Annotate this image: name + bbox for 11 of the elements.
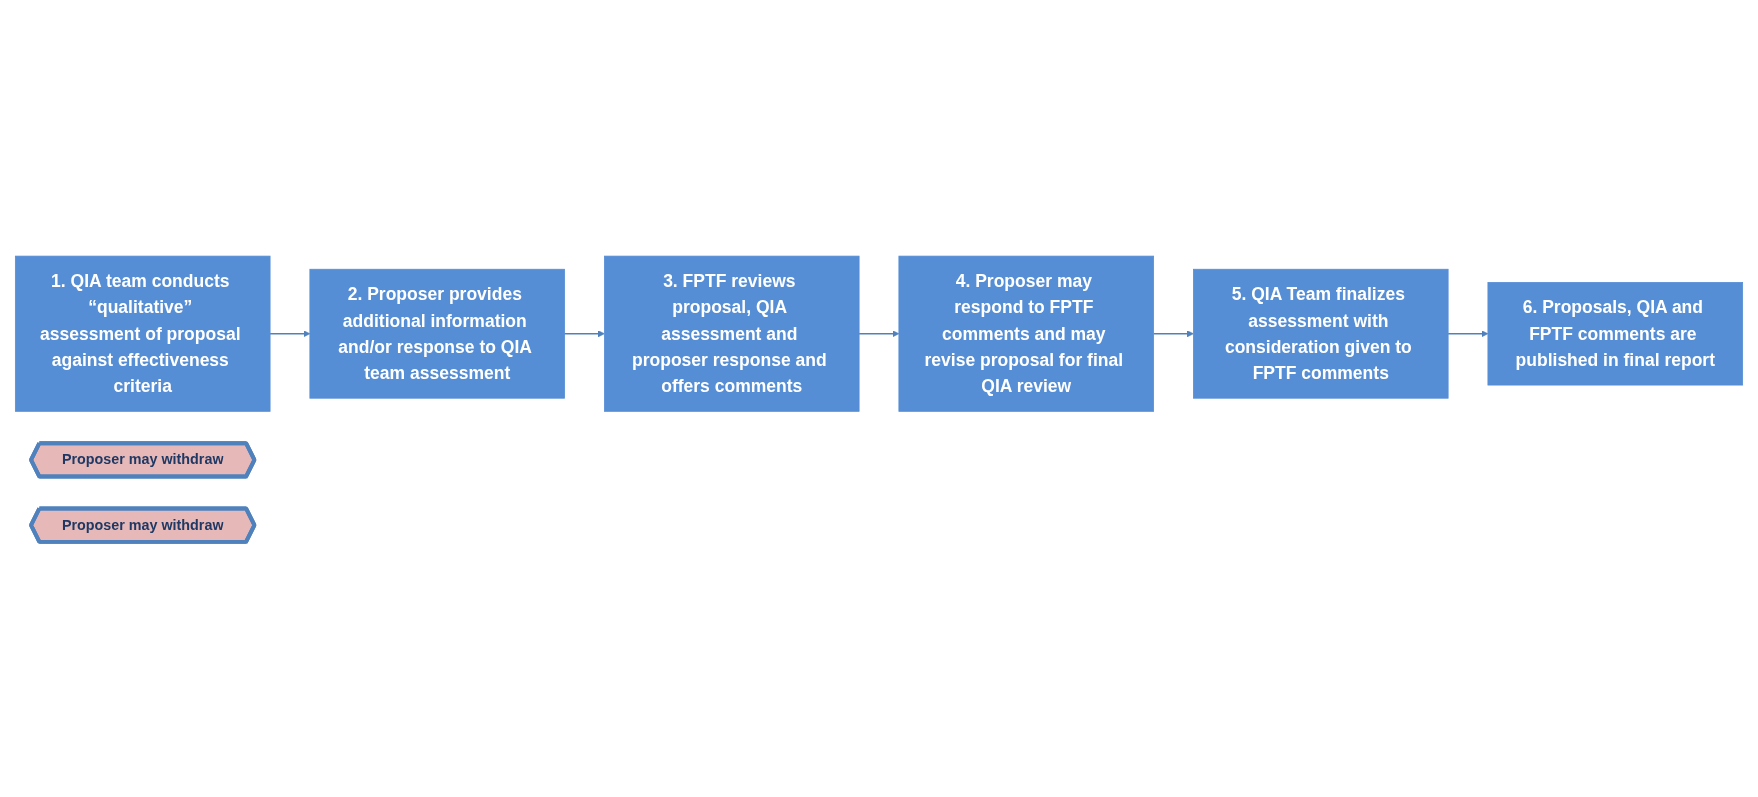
node-box: 3. FPTF reviews proposal, QIA assessment and proposer response and offers comments: [604, 255, 860, 412]
node-box: 1. QIA team conducts “qualitative” assessment of proposal against effectiveness criteria: [14, 255, 271, 412]
node-box: 5. QIA Team finalizes assessment with consideration given to FPTF comments: [1193, 268, 1449, 399]
node-box: 6. Proposals, QIA and FPTF comments are published in final report: [1487, 281, 1744, 385]
arrow: [1447, 329, 1489, 337]
arrow: [269, 329, 311, 337]
arrow: [1152, 329, 1194, 337]
arrow: [858, 329, 900, 337]
node-box: 2. Proposer provides additional information and/or response to QIA team assessment: [309, 268, 565, 399]
node-box: 4. Proposer may respond to FPTF comments and may revise proposal for final QIA review: [898, 255, 1154, 412]
arrow: [563, 329, 605, 337]
